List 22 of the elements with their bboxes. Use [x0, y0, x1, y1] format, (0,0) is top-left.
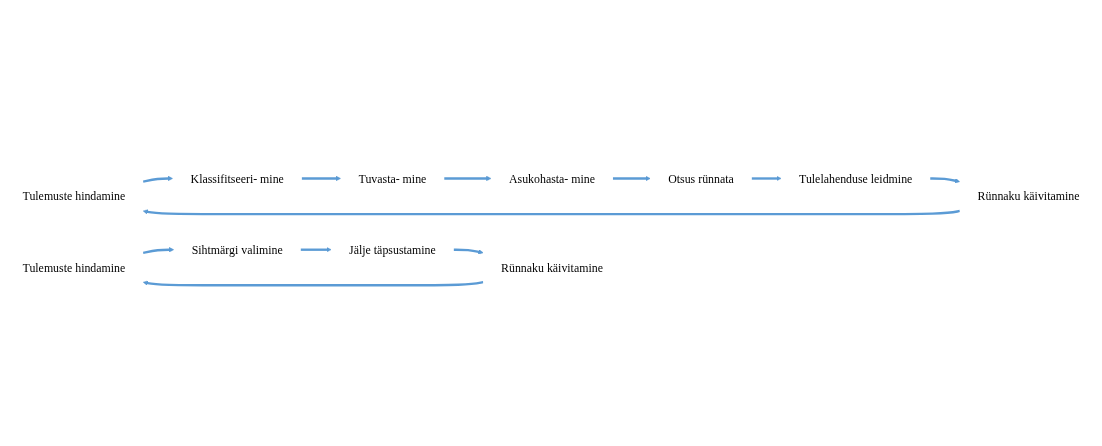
arrow	[444, 175, 492, 182]
arrow	[142, 247, 175, 254]
arrow	[612, 175, 651, 182]
arrow	[751, 175, 782, 182]
arrow	[930, 177, 961, 184]
node-text: Tulemuste hindamine	[22, 189, 126, 203]
node-text: Rünnaku käivitamine	[501, 260, 603, 275]
node-text: Klassifitseeri- mine	[190, 171, 284, 186]
node-text: Jälje täpsustamine	[349, 243, 436, 257]
node-text: Rünnaku käivitamine	[977, 189, 1080, 203]
node-text: Tulelahenduse leidmine	[799, 171, 913, 186]
node-text: Asukohasta- mine	[508, 171, 595, 186]
arrow	[301, 175, 341, 182]
node-text: Tulemuste hindamine	[22, 260, 126, 275]
arrow	[300, 247, 332, 253]
arrow	[142, 209, 960, 216]
node-text: Tuvasta- mine	[358, 171, 427, 186]
arrow	[453, 248, 484, 255]
node-text: Sihtmärgi valimine	[191, 243, 283, 257]
arrow	[142, 280, 484, 287]
arrow	[142, 175, 173, 183]
node-text: Otsus rünnata	[668, 171, 734, 186]
